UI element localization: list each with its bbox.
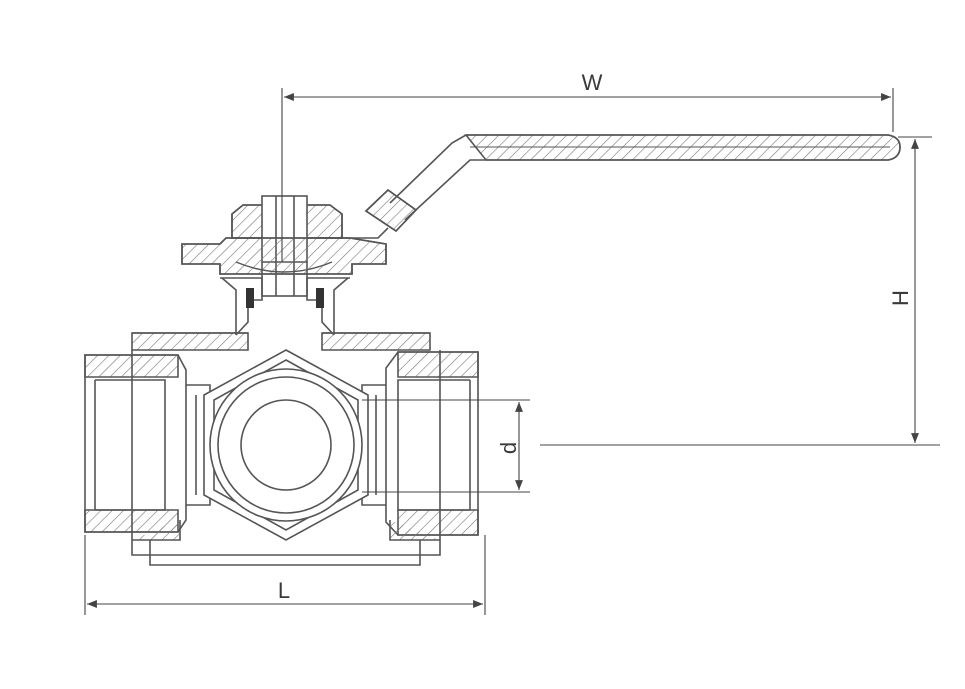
dimension-l [84,535,486,615]
stem-assembly [181,195,387,336]
dimension-d [362,399,530,493]
dimension-w [281,88,894,262]
ball-inner [217,376,355,514]
dimension-w-label: W [582,70,603,95]
dimension-d-label: d [496,442,521,454]
ball-outer [209,368,363,522]
valve-body [84,332,479,566]
handle-lever [318,134,901,239]
ball-port [240,399,332,491]
dimension-h-label: H [888,290,913,306]
dimension-l-label: L [278,578,290,603]
dimension-h [540,136,940,446]
